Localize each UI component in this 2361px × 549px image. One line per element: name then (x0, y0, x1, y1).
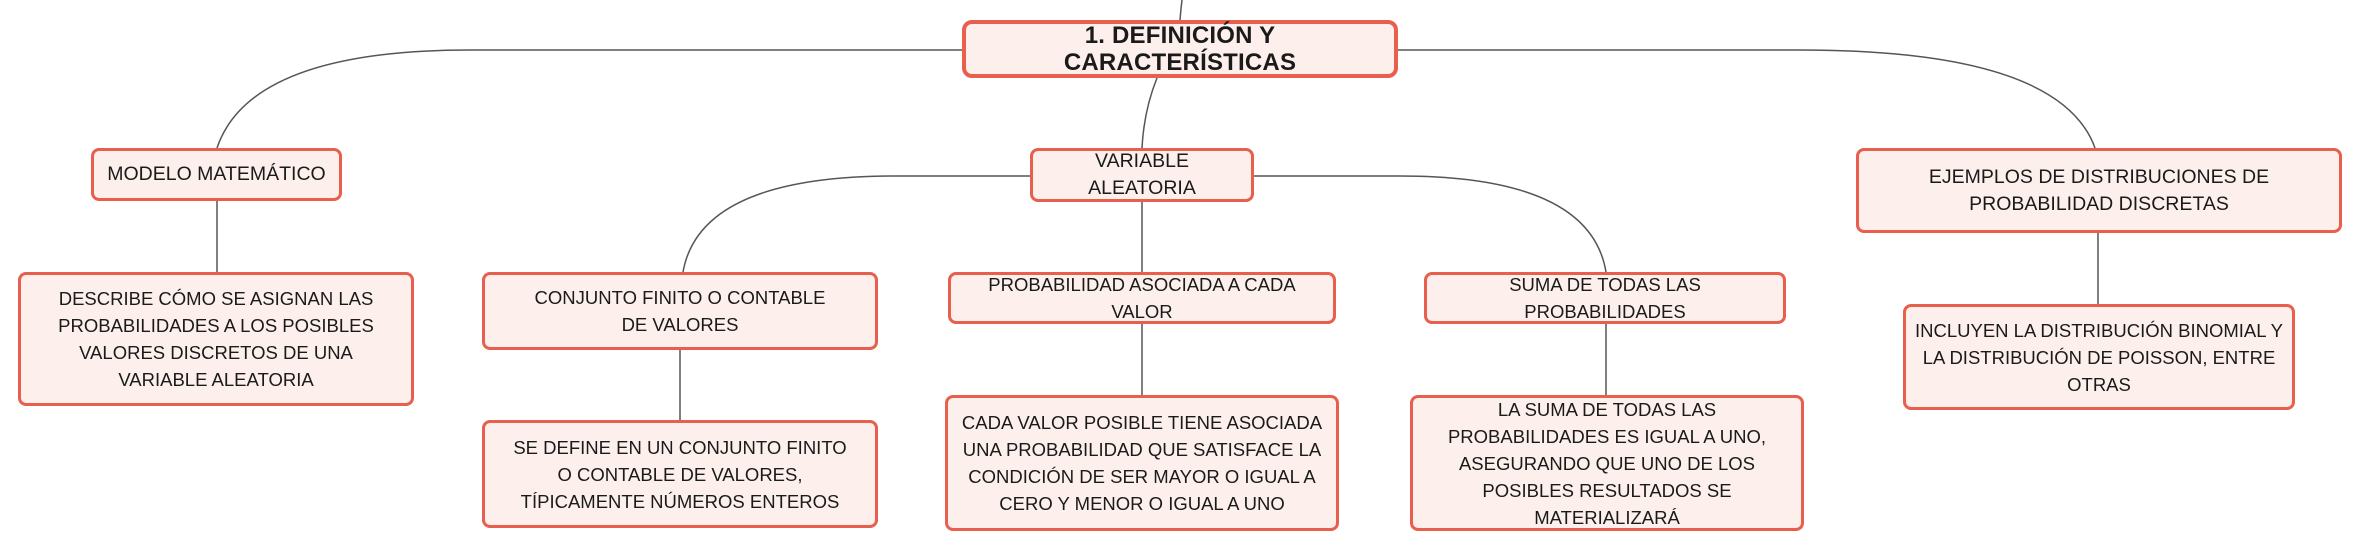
detail-probabilidad-asociada[interactable]: CADA VALOR POSIBLE TIENE ASOCIADA UNA PR… (945, 395, 1339, 531)
topic-suma-probabilidades-label: SUMA DE TODAS LAS PROBABILIDADES (1509, 274, 1701, 322)
topic-variable-aleatoria[interactable]: VARIABLE ALEATORIA (1030, 148, 1254, 202)
root-topic-label: 1. DEFINICIÓN Y CARACTERÍSTICAS (1063, 22, 1297, 76)
detail-ejemplos-distribuciones-text: INCLUYEN LA DISTRIBUCIÓN BINOMIAL Y LA D… (1914, 319, 2284, 395)
topic-variable-aleatoria-label: VARIABLE ALEATORIA (1088, 150, 1196, 199)
connector-variable-suma (1254, 175, 1607, 273)
topic-suma-probabilidades[interactable]: SUMA DE TODAS LAS PROBABILIDADES (1424, 272, 1786, 324)
detail-conjunto-finito[interactable]: SE DEFINE EN UN CONJUNTO FINITO O CONTAB… (482, 420, 878, 528)
topic-probabilidad-asociada-label: PROBABILIDAD ASOCIADA A CADA VALOR (988, 274, 1296, 322)
detail-modelo-matematico-text: DESCRIBE CÓMO SE ASIGNAN LAS PROBABILIDA… (58, 288, 374, 390)
topic-modelo-matematico[interactable]: MODELO MATEMÁTICO (91, 148, 342, 201)
topic-probabilidad-asociada[interactable]: PROBABILIDAD ASOCIADA A CADA VALOR (948, 272, 1336, 324)
detail-modelo-matematico[interactable]: DESCRIBE CÓMO SE ASIGNAN LAS PROBABILIDA… (18, 272, 414, 406)
topic-conjunto-finito[interactable]: CONJUNTO FINITO O CONTABLE DE VALORES (482, 272, 878, 350)
connector-variable-conjunto (682, 175, 1030, 273)
topic-conjunto-finito-label: CONJUNTO FINITO O CONTABLE DE VALORES (534, 287, 826, 335)
topic-modelo-matematico-label: MODELO MATEMÁTICO (107, 163, 326, 185)
detail-probabilidad-asociada-text: CADA VALOR POSIBLE TIENE ASOCIADA UNA PR… (961, 412, 1323, 514)
detail-ejemplos-distribuciones[interactable]: INCLUYEN LA DISTRIBUCIÓN BINOMIAL Y LA D… (1903, 304, 2295, 410)
detail-suma-probabilidades[interactable]: LA SUMA DE TODAS LAS PROBABILIDADES ES I… (1410, 395, 1804, 531)
connector-root-ejemplos (1398, 49, 2096, 149)
topic-ejemplos-distribuciones[interactable]: EJEMPLOS DE DISTRIBUCIONES DE PROBABILID… (1856, 148, 2342, 233)
detail-suma-probabilidades-text: LA SUMA DE TODAS LAS PROBABILIDADES ES I… (1447, 398, 1767, 528)
connector-root-variable (1141, 77, 1158, 149)
root-topic[interactable]: 1. DEFINICIÓN Y CARACTERÍSTICAS (962, 20, 1398, 78)
detail-conjunto-finito-text: SE DEFINE EN UN CONJUNTO FINITO O CONTAB… (513, 436, 847, 512)
connector-parent-root (1179, 0, 1183, 21)
connector-root-modelo (216, 49, 962, 149)
topic-ejemplos-distribuciones-label: EJEMPLOS DE DISTRIBUCIONES DE PROBABILID… (1928, 165, 2270, 215)
